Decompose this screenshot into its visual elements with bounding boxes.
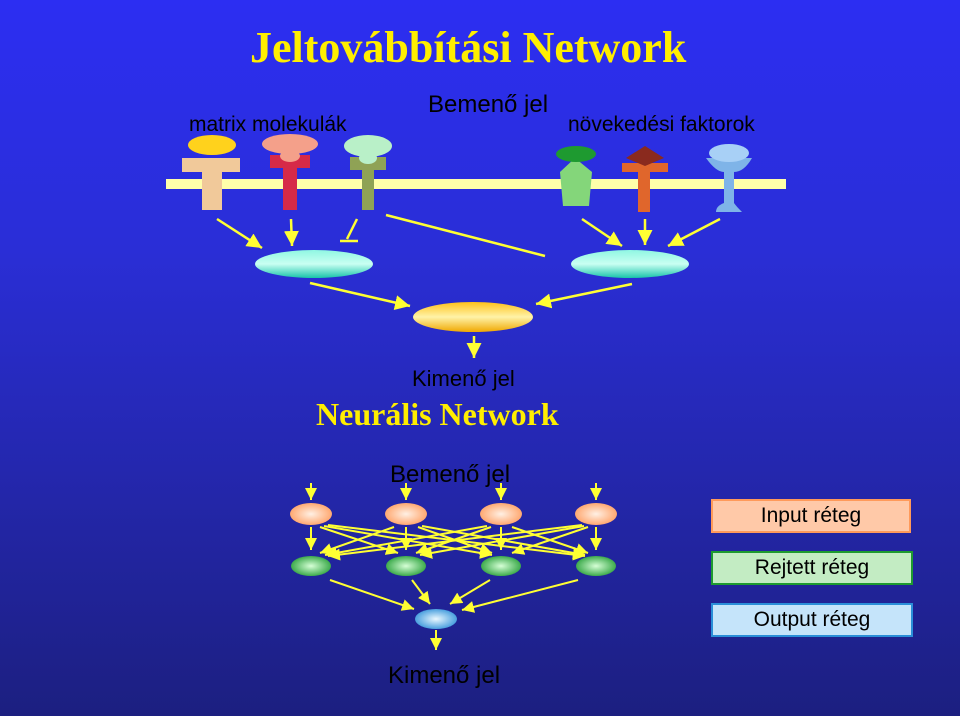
legend-output-layer: Output réteg <box>711 603 913 637</box>
hidden-node-2 <box>386 556 426 576</box>
input-node-3 <box>480 503 522 525</box>
cell-membrane <box>166 179 786 189</box>
input-node-2 <box>385 503 427 525</box>
title-neural-network: Neurális Network <box>316 396 559 432</box>
output-node <box>415 609 457 629</box>
neural-arrows <box>305 483 602 650</box>
input-node-1 <box>290 503 332 525</box>
label-input-signal-top: Bemenő jel <box>428 91 549 118</box>
signal-arrows <box>216 213 721 358</box>
input-node-4 <box>575 503 617 525</box>
label-input-signal-bottom: Bemenő jel <box>390 461 511 488</box>
receptor-3-icon <box>344 135 392 210</box>
receptor-1-icon <box>182 135 240 210</box>
hidden-node-3 <box>481 556 521 576</box>
hidden-node-1 <box>291 556 331 576</box>
output-signal-node <box>413 302 533 332</box>
signal-node-left <box>255 250 373 278</box>
label-matrix-molecules: matrix molekulák <box>189 113 347 136</box>
legend-input-layer: Input réteg <box>711 499 911 533</box>
hidden-node-4 <box>576 556 616 576</box>
legend-hidden-layer: Rejtett réteg <box>711 551 913 585</box>
receptor-5-icon <box>622 146 668 212</box>
receptor-6-icon <box>706 144 752 212</box>
receptor-4-icon <box>556 146 596 206</box>
label-output-signal-bottom: Kimenő jel <box>388 662 501 689</box>
signal-node-right <box>571 250 689 278</box>
label-growth-factors: növekedési faktorok <box>568 113 755 136</box>
receptor-2-icon <box>262 134 318 210</box>
title-signaling-network: Jeltovábbítási Network <box>250 23 687 72</box>
legend-input-label: Input réteg <box>760 504 862 527</box>
legend-output-label: Output réteg <box>753 608 871 631</box>
legend-hidden-label: Rejtett réteg <box>754 556 870 579</box>
label-output-signal-top: Kimenő jel <box>412 366 515 391</box>
